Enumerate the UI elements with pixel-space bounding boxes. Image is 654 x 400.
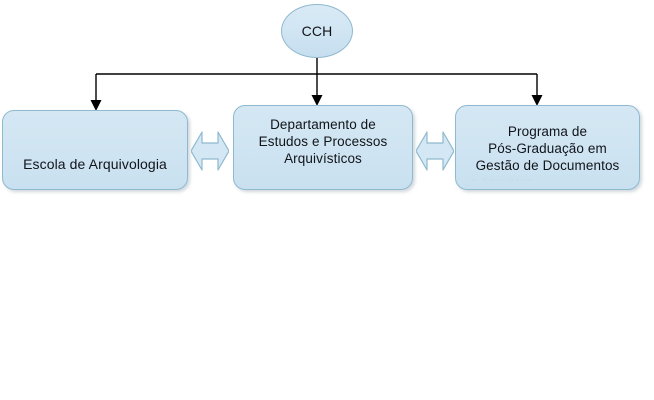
node-programa-label-overflow: e Arquivos xyxy=(470,174,626,181)
connector-cch-to-escola xyxy=(90,74,102,111)
double-arrow-icon-departamento-programa xyxy=(416,131,454,171)
node-departamento-estudos-processos-arquivisticos[interactable]: Departamento de Estudos e Processos Arqu… xyxy=(233,105,413,190)
node-cch[interactable]: CCH xyxy=(281,4,353,58)
node-cch-label: CCH xyxy=(301,23,333,39)
double-arrow-icon-escola-departamento xyxy=(191,131,229,171)
connector-cch-to-programa xyxy=(531,74,543,106)
node-programa-pos-graduacao-gestao-documentos[interactable]: Programa de Pós-Graduação em Gestão de D… xyxy=(455,105,640,190)
node-departamento-label: Departamento de Estudos e Processos Arqu… xyxy=(258,117,388,166)
node-escola-de-arquivologia[interactable]: Escola de Arquivologia xyxy=(2,110,188,190)
connector-cch-to-departamento xyxy=(311,57,323,106)
node-escola-label: Escola de Arquivologia xyxy=(23,156,167,172)
node-programa-label: Programa de Pós-Graduação em Gestão de D… xyxy=(475,123,620,173)
